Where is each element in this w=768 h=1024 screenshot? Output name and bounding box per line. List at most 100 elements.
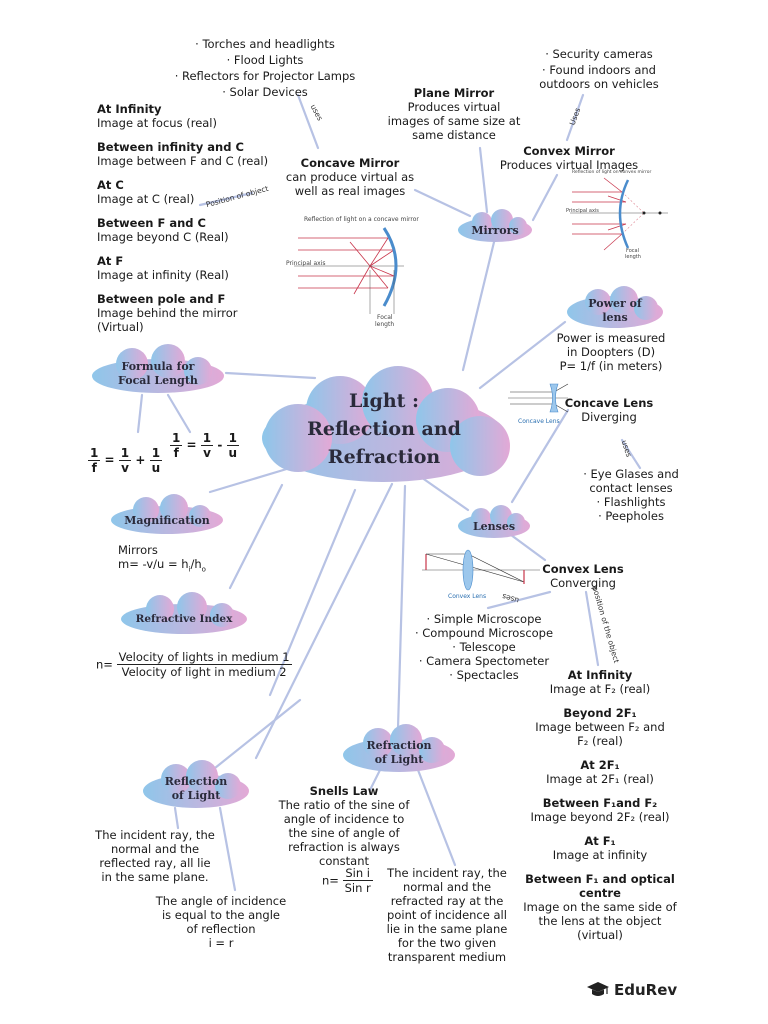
refractive-cloud: Refractive Index bbox=[118, 592, 250, 636]
figure-focal-label: Focal bbox=[626, 248, 639, 254]
figure-caption: Reflection of light on a concave mirror bbox=[304, 216, 419, 223]
magnification-sub-i: i bbox=[188, 565, 191, 574]
concave-mirror-figure: Reflection of light on a concave mirror … bbox=[284, 214, 424, 332]
position-title: Between F₁and F₂ bbox=[542, 796, 658, 810]
formula-numerator: 1 bbox=[149, 446, 163, 461]
law-line: i = r bbox=[208, 936, 234, 950]
convex-mirror-node: Convex Mirror Produces virtual Images bbox=[494, 144, 644, 172]
formula-numerator: 1 bbox=[118, 446, 132, 461]
figure-focal-label: Focal bbox=[377, 314, 393, 321]
concave-mirror-diagram bbox=[294, 227, 404, 314]
concave-lens-figure: Concave Lens bbox=[506, 378, 570, 428]
magnification-formula: m= -v/u = hi/ho bbox=[118, 557, 206, 576]
formula-cloud: Formula for Focal Length bbox=[88, 344, 228, 396]
cloud-shape bbox=[262, 366, 510, 482]
power-label-1: Power of bbox=[588, 297, 642, 310]
use-item: · Spectacles bbox=[449, 668, 519, 682]
reflection-cloud: Reflection of Light bbox=[140, 760, 252, 810]
formula-denominator: u bbox=[151, 461, 161, 475]
use-item: · Telescope bbox=[452, 640, 516, 654]
convex-lens-desc: Converging bbox=[550, 576, 616, 590]
plane-mirror-desc-2: images of same size at bbox=[387, 114, 521, 128]
concave-lens-desc: Diverging bbox=[581, 410, 637, 424]
position-image: Image at infinity (Real) bbox=[97, 268, 229, 282]
position-title: At Infinity bbox=[567, 668, 633, 682]
refractive-label: Refractive Index bbox=[135, 613, 233, 625]
law-line: The angle of incidence bbox=[155, 894, 287, 908]
formula-denominator: v bbox=[203, 446, 211, 460]
law-line: for the two given bbox=[397, 936, 497, 950]
figure-axis-label: Principal axis bbox=[566, 208, 599, 214]
position-image: Image between F₂ and bbox=[535, 720, 665, 734]
position-image: Image beyond 2F₂ (real) bbox=[530, 810, 670, 824]
position-image: Image at infinity bbox=[552, 848, 648, 862]
brand: EduRev bbox=[586, 980, 677, 1000]
position-title: At 2F₁ bbox=[580, 758, 620, 772]
magnification-formula-slash: /h bbox=[190, 557, 202, 571]
convex-mirror-desc: Produces virtual Images bbox=[499, 158, 639, 172]
refraction-label-2: of Light bbox=[374, 753, 424, 766]
law-line: refracted ray at the bbox=[390, 894, 504, 908]
position-image: Image at focus (real) bbox=[97, 116, 217, 130]
convex-lens-title: Convex Lens bbox=[542, 562, 624, 576]
law-line: angle of incidence to bbox=[283, 812, 405, 826]
refraction-cloud: Refraction of Light bbox=[340, 724, 458, 774]
central-title-line2: Reflection and bbox=[307, 418, 461, 440]
position-title: At F bbox=[97, 254, 124, 268]
cloud-shape bbox=[143, 760, 249, 808]
formula-numerator: 1 bbox=[200, 431, 214, 446]
convex-lens-uses: · Simple Microscope · Compound Microscop… bbox=[410, 612, 558, 682]
use-item: · Solar Devices bbox=[222, 85, 308, 99]
magnification-node: Mirrors m= -v/u = hi/ho bbox=[118, 543, 206, 576]
refractive-denominator: Velocity of light in medium 2 bbox=[121, 665, 287, 679]
position-image: Image on the same side of bbox=[523, 900, 677, 914]
concave-lens-uses: · Eye Glases and contact lenses · Flashl… bbox=[566, 467, 696, 523]
convex-lens-figure: Convex Lens bbox=[420, 546, 542, 604]
power-formula: P= 1/f (in meters) bbox=[559, 359, 663, 373]
power-node: Power is measured in Doopters (D) P= 1/f… bbox=[546, 331, 676, 373]
lenses-label: Lenses bbox=[472, 519, 516, 533]
cloud-shape bbox=[111, 494, 223, 534]
position-image: Image at 2F₁ (real) bbox=[546, 772, 654, 786]
cloud-shape bbox=[343, 724, 455, 772]
figure-length-label: length bbox=[625, 254, 641, 260]
plane-mirror-node: Plane Mirror Produces virtual images of … bbox=[382, 86, 526, 142]
figure-caption: Convex Lens bbox=[448, 593, 487, 600]
figure-caption: Concave Lens bbox=[518, 418, 560, 425]
position-title: Beyond 2F₁ bbox=[563, 706, 637, 720]
central-cloud: Light : Reflection and Refraction bbox=[248, 366, 520, 490]
power-desc-2: in Doopters (D) bbox=[566, 345, 656, 359]
refractive-numerator: Velocity of lights in medium 1 bbox=[116, 650, 292, 665]
formula-denominator: u bbox=[228, 446, 238, 460]
use-item: · Camera Spectometer bbox=[418, 654, 550, 668]
convex-mirror-uses: · Security cameras · Found indoors and o… bbox=[524, 47, 674, 91]
magnification-label: Magnification bbox=[124, 513, 210, 527]
cloud-shape bbox=[92, 344, 224, 393]
snells-denominator: Sin r bbox=[344, 881, 371, 895]
use-item: · Simple Microscope bbox=[426, 612, 542, 626]
snells-law-node: Snells Law The ratio of the sine of angl… bbox=[272, 784, 416, 868]
position-title: Between F and C bbox=[97, 216, 206, 230]
use-item: · Peepholes bbox=[598, 509, 664, 523]
formula-equals: = bbox=[104, 453, 115, 467]
formula-plus: + bbox=[135, 453, 146, 467]
central-title-line3: Refraction bbox=[327, 446, 441, 468]
law-line: constant bbox=[319, 854, 369, 868]
use-item: · Flood Lights bbox=[226, 53, 304, 67]
use-item: · Eye Glases and bbox=[583, 467, 679, 481]
formula-numerator: 1 bbox=[88, 446, 101, 461]
formula-denominator: v bbox=[121, 461, 129, 475]
position-image-3: (virtual) bbox=[577, 928, 623, 942]
cloud-shape bbox=[458, 209, 532, 242]
position-image: Image at F₂ (real) bbox=[549, 682, 651, 696]
position-image-note: (Virtual) bbox=[97, 320, 144, 334]
magnification-formula-main: m= -v/u = h bbox=[118, 557, 189, 571]
law-line: transparent medium bbox=[387, 950, 507, 964]
concave-mirror-node: Concave Mirror can produce virtual as we… bbox=[270, 156, 430, 198]
law-line: in the same plane. bbox=[101, 870, 209, 884]
law-line: normal and the bbox=[402, 880, 492, 894]
position-image: Image at C (real) bbox=[97, 192, 195, 206]
